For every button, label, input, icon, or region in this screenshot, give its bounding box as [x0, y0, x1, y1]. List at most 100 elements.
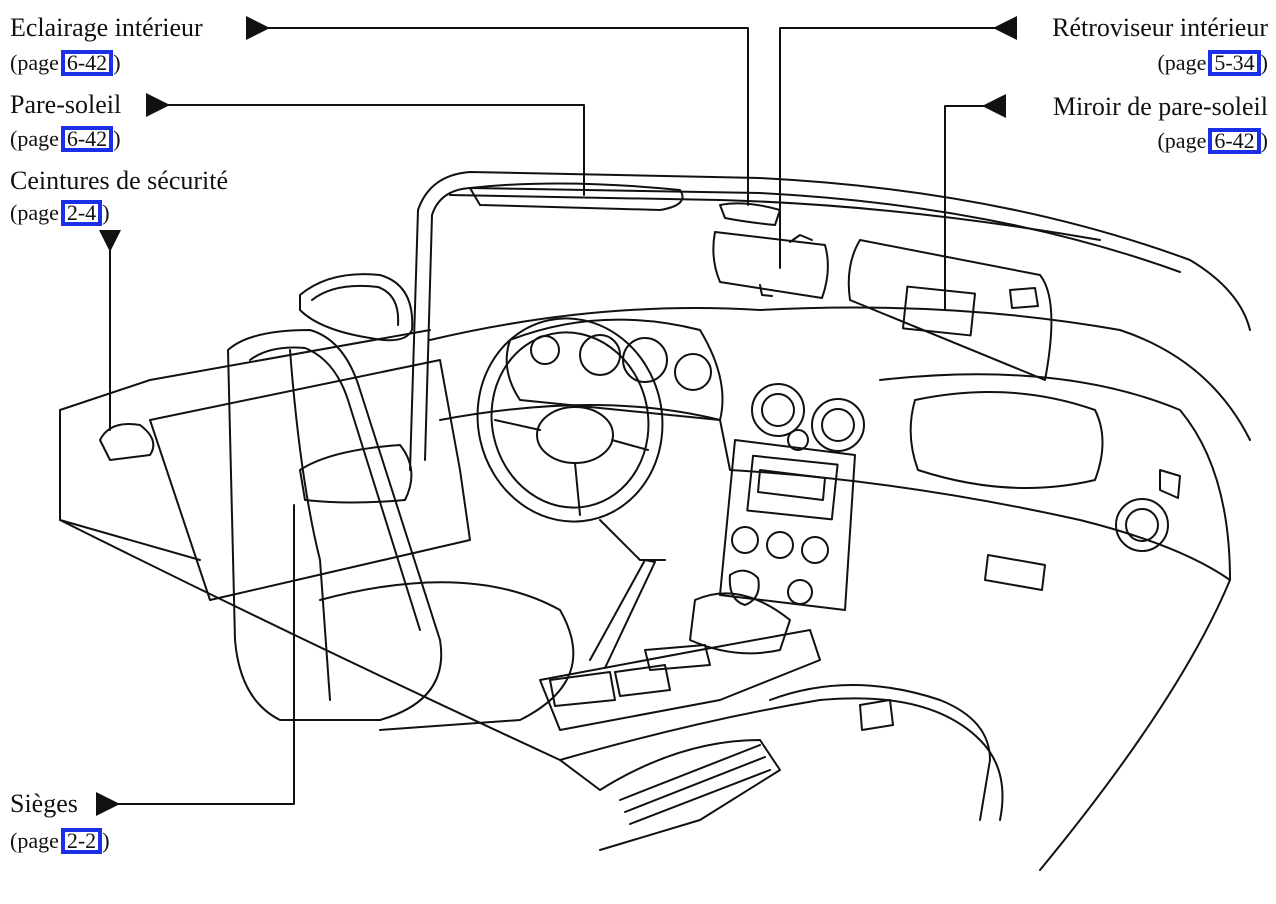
header-rail — [449, 194, 1101, 241]
gauge-3 — [622, 337, 668, 383]
link-page-pare-soleil[interactable]: 6-42 — [60, 126, 114, 152]
passenger-seat — [769, 684, 991, 821]
windshield-frame — [409, 171, 1251, 471]
page-suffix: ) — [1260, 50, 1268, 75]
steering-hub — [536, 406, 614, 464]
gauge-4 — [674, 353, 712, 391]
hvac-knob-1 — [731, 526, 759, 554]
label-ceintures-de-securite: Ceintures de sécurité — [10, 166, 229, 195]
windshield-frame-inner — [424, 187, 1181, 461]
hazard-button — [787, 429, 809, 451]
passenger-seat-stripes — [619, 744, 771, 825]
center-stack — [719, 439, 856, 611]
hvac-knob-2 — [766, 531, 794, 559]
label-miroir-de-pare-soleil: Miroir de pare-soleil — [1052, 92, 1268, 121]
interior-lamp — [719, 202, 781, 226]
vent-right-inner — [1125, 508, 1159, 542]
arrow-ceintures — [99, 230, 121, 252]
leader-eclairage — [267, 27, 749, 206]
glovebox-handle — [984, 554, 1046, 591]
steering-column — [599, 519, 666, 561]
radio-display — [757, 469, 826, 501]
page-suffix: ) — [102, 200, 110, 225]
mirror-base — [759, 284, 773, 297]
body-sill — [59, 519, 601, 791]
window-switch — [644, 644, 711, 671]
link-page-sieges[interactable]: 2-2 — [60, 828, 103, 854]
vent-center-left — [751, 383, 805, 437]
page-prefix: (page — [10, 200, 59, 225]
page-suffix: ) — [113, 126, 121, 151]
vent-center-left-inner — [761, 393, 795, 427]
passenger-seat-buckle — [859, 699, 894, 731]
sun-visor-right — [847, 239, 1053, 381]
console-knob — [787, 579, 813, 605]
leader-miroir — [944, 105, 986, 311]
door-handle-recess — [299, 444, 413, 504]
link-page-miroir[interactable]: 6-42 — [1208, 128, 1261, 154]
rearview-mirror — [712, 231, 829, 299]
page-prefix: (page — [1157, 128, 1207, 153]
arrow-sieges — [96, 792, 120, 816]
instrument-hood — [505, 318, 724, 421]
mirror-stem — [789, 234, 813, 243]
radio-unit — [746, 454, 839, 521]
dashboard-top — [429, 306, 1251, 441]
dashboard-lower — [439, 404, 1231, 581]
vent-center-right-inner — [821, 408, 855, 442]
vent-center-right — [811, 398, 865, 452]
door-edge — [59, 409, 201, 561]
arrow-pare-soleil — [146, 93, 170, 117]
visor-clip — [1009, 287, 1039, 309]
handbrake — [589, 559, 656, 669]
console-tunnel — [539, 629, 821, 731]
page-suffix: ) — [1260, 128, 1268, 153]
steering-wheel — [476, 317, 664, 523]
leader-retroviseur — [779, 27, 1006, 269]
arrow-retroviseur — [993, 16, 1017, 40]
glovebox-outline — [909, 391, 1104, 489]
page-prefix: (page — [10, 828, 59, 853]
seat-back — [227, 329, 443, 721]
vent-speaker — [1159, 469, 1181, 499]
steering-spokes — [494, 419, 649, 516]
page-suffix: ) — [102, 828, 110, 853]
door-top — [59, 329, 431, 411]
side-mirror — [299, 273, 414, 342]
label-sieges: Sièges — [10, 789, 78, 818]
link-page-eclairage[interactable]: 6-42 — [60, 50, 114, 76]
link-page-ceintures[interactable]: 2-4 — [60, 200, 103, 226]
label-eclairage-interieur: Eclairage intérieur — [10, 13, 203, 42]
seat-cushion — [319, 581, 575, 731]
seat-bolster — [289, 349, 331, 701]
steering-wheel-inner — [490, 331, 650, 509]
page-prefix: (page — [1157, 50, 1207, 75]
body-right — [1039, 579, 1231, 871]
page-suffix: ) — [113, 50, 121, 75]
dash-right-face — [879, 373, 1231, 581]
sun-visor-left — [469, 182, 684, 211]
leader-pare-soleil — [167, 104, 585, 196]
shift-knob — [728, 569, 760, 606]
cup-holder — [549, 664, 671, 707]
page-prefix: (page — [10, 126, 59, 151]
side-mirror-inner — [311, 284, 400, 326]
door-panel — [149, 359, 471, 601]
seatbelt-retractor — [99, 423, 155, 461]
hvac-knob-3 — [801, 536, 829, 564]
vent-right — [1115, 498, 1169, 552]
leader-sieges — [117, 504, 295, 805]
floor-front — [559, 697, 1004, 821]
passenger-seat-edge — [599, 739, 781, 851]
arrow-eclairage — [246, 16, 270, 40]
link-page-retroviseur[interactable]: 5-34 — [1208, 50, 1261, 76]
label-retroviseur-interieur: Rétroviseur intérieur — [1052, 13, 1268, 42]
seat-back-inner — [249, 346, 421, 631]
page-prefix: (page — [10, 50, 59, 75]
